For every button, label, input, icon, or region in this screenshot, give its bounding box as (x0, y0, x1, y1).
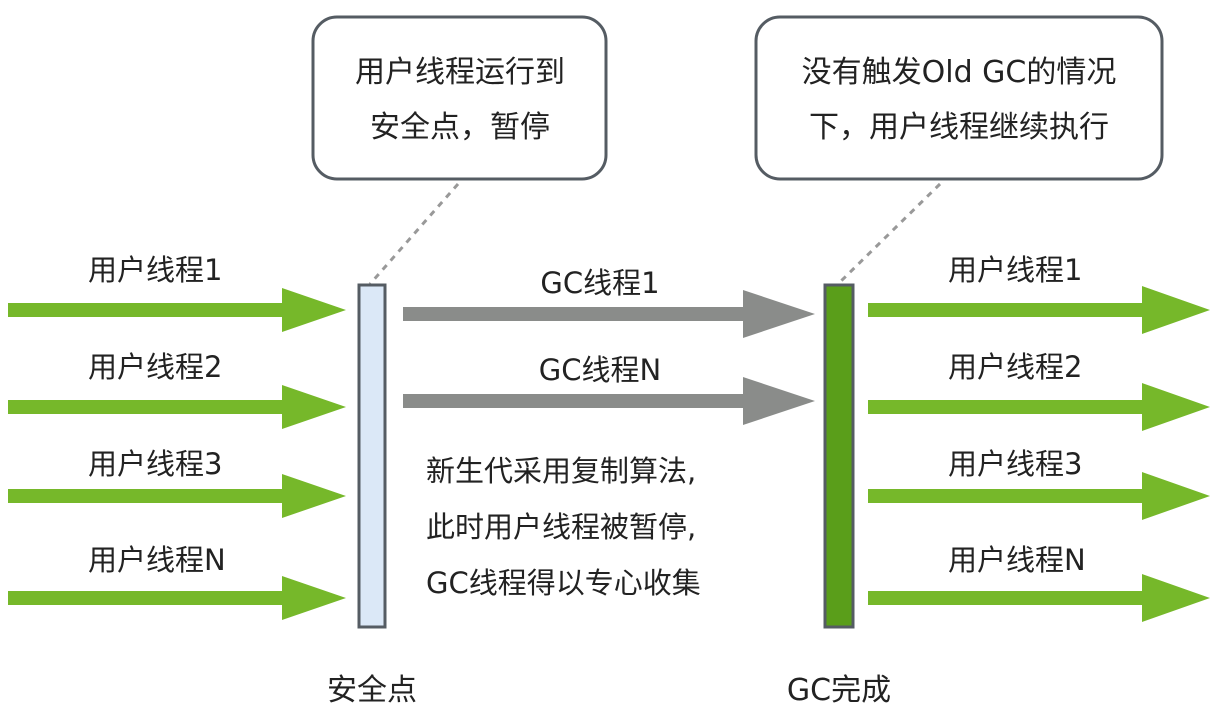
callout-safepoint-pause: 用户线程运行到 安全点，暂停 (311, 15, 608, 285)
right-thread-n-arrow-head (1142, 574, 1210, 622)
gc-thread-1-arrow-head (743, 290, 815, 338)
left-thread-2-label: 用户线程2 (88, 350, 222, 384)
right-thread-2-label: 用户线程2 (948, 350, 1082, 384)
left-thread-3-arrow-head (282, 474, 346, 518)
left-thread-3-label: 用户线程3 (88, 447, 222, 481)
gc-done-bar (823, 283, 855, 629)
gc-threads: GC线程1 GC线程N (403, 266, 815, 425)
right-thread-3-arrow-head (1142, 472, 1210, 520)
left-thread-n-arrow-shaft (8, 591, 294, 605)
callout-left-line2: 安全点，暂停 (370, 110, 550, 145)
callout-connector-right (836, 182, 942, 286)
right-thread-n-arrow-shaft (868, 591, 1154, 605)
left-thread-n-label: 用户线程N (88, 543, 226, 577)
right-thread-2: 用户线程2 (868, 350, 1210, 431)
right-thread-3-arrow-shaft (868, 489, 1154, 503)
gc-thread-1-label: GC线程1 (540, 266, 659, 300)
right-thread-1-arrow-head (1142, 286, 1210, 334)
callout-right-line2: 下，用户线程继续执行 (809, 110, 1109, 145)
right-thread-3-label: 用户线程3 (948, 447, 1082, 481)
left-thread-1-label: 用户线程1 (88, 253, 222, 287)
right-user-threads: 用户线程1 用户线程2 用户线程3 用户线程N (868, 253, 1210, 622)
gc-thread-n-arrow-head (743, 377, 815, 425)
callout-continue-execution: 没有触发Old GC的情况 下，用户线程继续执行 (754, 15, 1164, 286)
gc-thread-1-arrow-shaft (403, 307, 753, 321)
left-thread-3-arrow-shaft (8, 489, 294, 503)
callout-box-left (311, 15, 608, 181)
right-thread-n: 用户线程N (868, 543, 1210, 622)
callout-connector-left (368, 183, 460, 285)
left-thread-n-arrow-head (282, 576, 346, 620)
right-thread-2-arrow-shaft (868, 400, 1154, 414)
left-thread-2-arrow-head (282, 385, 346, 429)
right-thread-3: 用户线程3 (868, 447, 1210, 520)
right-thread-1-arrow-shaft (868, 303, 1154, 317)
left-thread-1: 用户线程1 (8, 253, 346, 332)
gc-thread-n-label: GC线程N (539, 353, 661, 387)
left-thread-1-arrow-head (282, 288, 346, 332)
left-user-threads: 用户线程1 用户线程2 用户线程3 用户线程N (8, 253, 346, 620)
note-line1: 新生代采用复制算法, (426, 454, 696, 488)
right-thread-1: 用户线程1 (868, 253, 1210, 334)
left-thread-n: 用户线程N (8, 543, 346, 620)
right-thread-n-label: 用户线程N (948, 543, 1086, 577)
left-thread-1-arrow-shaft (8, 303, 294, 317)
gc-done-label: GC完成 (787, 673, 891, 708)
young-gen-copy-note: 新生代采用复制算法, 此时用户线程被暂停, GC线程得以专心收集 (426, 454, 701, 600)
safepoint-label: 安全点 (327, 673, 417, 708)
note-line3: GC线程得以专心收集 (426, 566, 701, 600)
gc-thread-1: GC线程1 (403, 266, 815, 338)
gc-thread-n: GC线程N (403, 353, 815, 425)
right-thread-1-label: 用户线程1 (948, 253, 1082, 287)
left-thread-2: 用户线程2 (8, 350, 346, 429)
callout-box-right (754, 15, 1164, 181)
left-thread-2-arrow-shaft (8, 400, 294, 414)
callout-right-line1: 没有触发Old GC的情况 (802, 55, 1117, 90)
note-line2: 此时用户线程被暂停, (426, 510, 696, 544)
gc-thread-n-arrow-shaft (403, 394, 753, 408)
callout-left-line1: 用户线程运行到 (355, 55, 565, 90)
right-thread-2-arrow-head (1142, 383, 1210, 431)
safepoint-bar (357, 283, 387, 629)
left-thread-3: 用户线程3 (8, 447, 346, 518)
